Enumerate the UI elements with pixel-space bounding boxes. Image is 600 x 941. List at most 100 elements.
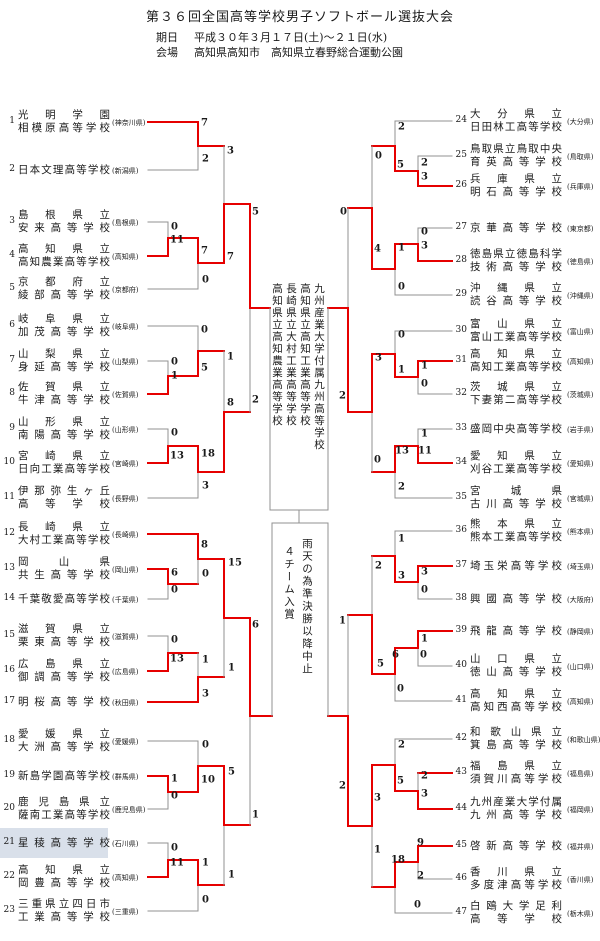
match-score: 2 [202,153,209,165]
match-score: 2 [421,157,428,169]
team-prefecture: (千葉県) [112,596,139,604]
team-name-line: 高知工業高等学校 [470,361,562,373]
team-prefecture: (新潟県) [112,167,139,175]
team-name-line: 伊那弥生ヶ丘 [18,485,110,497]
team-name-line: 技術高等学校 [470,261,562,273]
team-name-line: 安来高等学校 [18,222,110,234]
match-score: 18 [201,448,215,460]
team-seed: 12 [3,528,15,538]
team-name: 滋賀県立栗東高等学校 [18,623,110,649]
team-prefecture: (徳島県) [567,258,594,266]
match-score: 18 [391,854,405,866]
team-name: 山梨県立身延高等学校 [18,348,110,374]
team-name-line: 光明学園 [18,109,110,121]
team-name: 宮城県古川高等学校 [470,485,562,511]
team-seed: 30 [455,325,467,335]
team-name: 三重県立四日市工業高等学校 [18,898,110,924]
match-score: 2 [339,780,346,792]
match-score: 5 [228,766,235,778]
team-name-line: 育英高等学校 [470,156,562,168]
team-name-line: 高知県立 [470,348,562,360]
match-score: 1 [171,773,178,785]
match-score: 0 [340,206,347,218]
team-name-line: 日向工業高等学校 [18,463,110,475]
team-prefecture: (富山県) [567,328,594,336]
match-score: 1 [202,654,209,666]
match-score: 6 [252,619,259,631]
team-name-line: 鳥取県立鳥取中央 [470,143,562,155]
team-name-line: 島根県立 [18,209,110,221]
team-name: 明桜高等学校 [18,696,110,709]
highlighted-team-background [0,828,108,858]
team-prefecture: (大分県) [567,118,594,126]
team-name-line: 和歌山県立 [470,726,562,738]
team-name-line: 大分県立 [470,108,562,120]
team-prefecture: (島根県) [112,219,139,227]
semifinalist-name-3: 高知県立高知工業高等学校 [299,283,311,427]
team-prefecture: (静岡県) [567,628,594,636]
team-name-line: 香川県立 [470,866,562,878]
team-prefecture: (秋田県) [112,699,139,707]
team-prefecture: (愛媛県) [112,738,139,746]
team-seed: 27 [455,222,467,232]
team-name: 岐阜県立加茂高等学校 [18,313,110,339]
team-name-line: 綾部高等学校 [18,289,110,301]
team-name-line: 南陽高等学校 [18,429,110,441]
team-prefecture: (山形県) [112,426,139,434]
team-seed: 37 [455,560,467,570]
team-prefecture: (高知県) [112,874,139,882]
match-score: 1 [228,662,235,674]
team-name-line: 工業高等学校 [18,911,110,923]
team-name-line: 広島県立 [18,658,110,670]
team-seed: 15 [3,630,15,640]
team-name-line: 多度津高等学校 [470,879,562,891]
team-name: 福島県立須賀川高等学校 [470,760,562,786]
team-name-line: 愛媛県立 [18,728,110,740]
team-name-line: 須賀川高等学校 [470,773,562,785]
team-name: 京華高等学校 [470,222,562,235]
match-score: 1 [374,844,381,856]
team-prefecture: (福島県) [567,770,594,778]
match-score: 15 [228,557,242,569]
team-prefecture: (岐阜県) [112,323,139,331]
team-name-line: 大村工業高等学校 [18,534,110,546]
match-score: 13 [170,653,184,665]
team-name: 光明学園相模原高等学校 [18,109,110,135]
team-seed: 44 [455,803,467,813]
team-seed: 1 [9,116,15,126]
team-seed: 23 [3,905,15,915]
team-name-line: 御調高等学校 [18,671,110,683]
match-score: 0 [202,739,209,751]
team-prefecture: (佐賀県) [112,391,139,399]
match-score: 1 [339,615,346,627]
team-name-line: 茨城県立 [470,381,562,393]
match-score: 0 [171,221,178,233]
match-score: 1 [171,370,178,382]
team-prefecture: (兵庫県) [567,183,594,191]
team-name-line: 宮城県 [470,485,562,497]
team-name: 愛媛県立大洲高等学校 [18,728,110,754]
team-seed: 47 [455,907,467,917]
team-name-line: 高知県立 [470,688,562,700]
match-score: 3 [374,792,381,804]
team-name-line: 古川高等学校 [470,498,562,510]
match-score: 5 [201,362,208,374]
team-name: 高知県立高知農業高等学校 [18,243,110,269]
team-name-line: 高知県立 [18,243,110,255]
team-name-line: 山形県立 [18,416,110,428]
team-name: 日本文理高等学校 [18,164,110,177]
team-prefecture: (宮城県) [567,495,594,503]
team-name-line: 佐賀県立 [18,381,110,393]
team-seed: 40 [455,660,467,670]
team-seed: 24 [455,115,467,125]
date-label: 期日 [156,31,178,44]
match-score: 0 [375,150,382,162]
team-name-line: 加茂高等学校 [18,326,110,338]
match-score: 0 [397,683,404,695]
team-name: 佐賀県立牛津高等学校 [18,381,110,407]
team-name: 香川県立多度津高等学校 [470,866,562,892]
team-seed: 10 [3,457,15,467]
team-prefecture: (三重県) [112,908,139,916]
match-score: 7 [201,245,208,257]
team-name-line: 滋賀県立 [18,623,110,635]
